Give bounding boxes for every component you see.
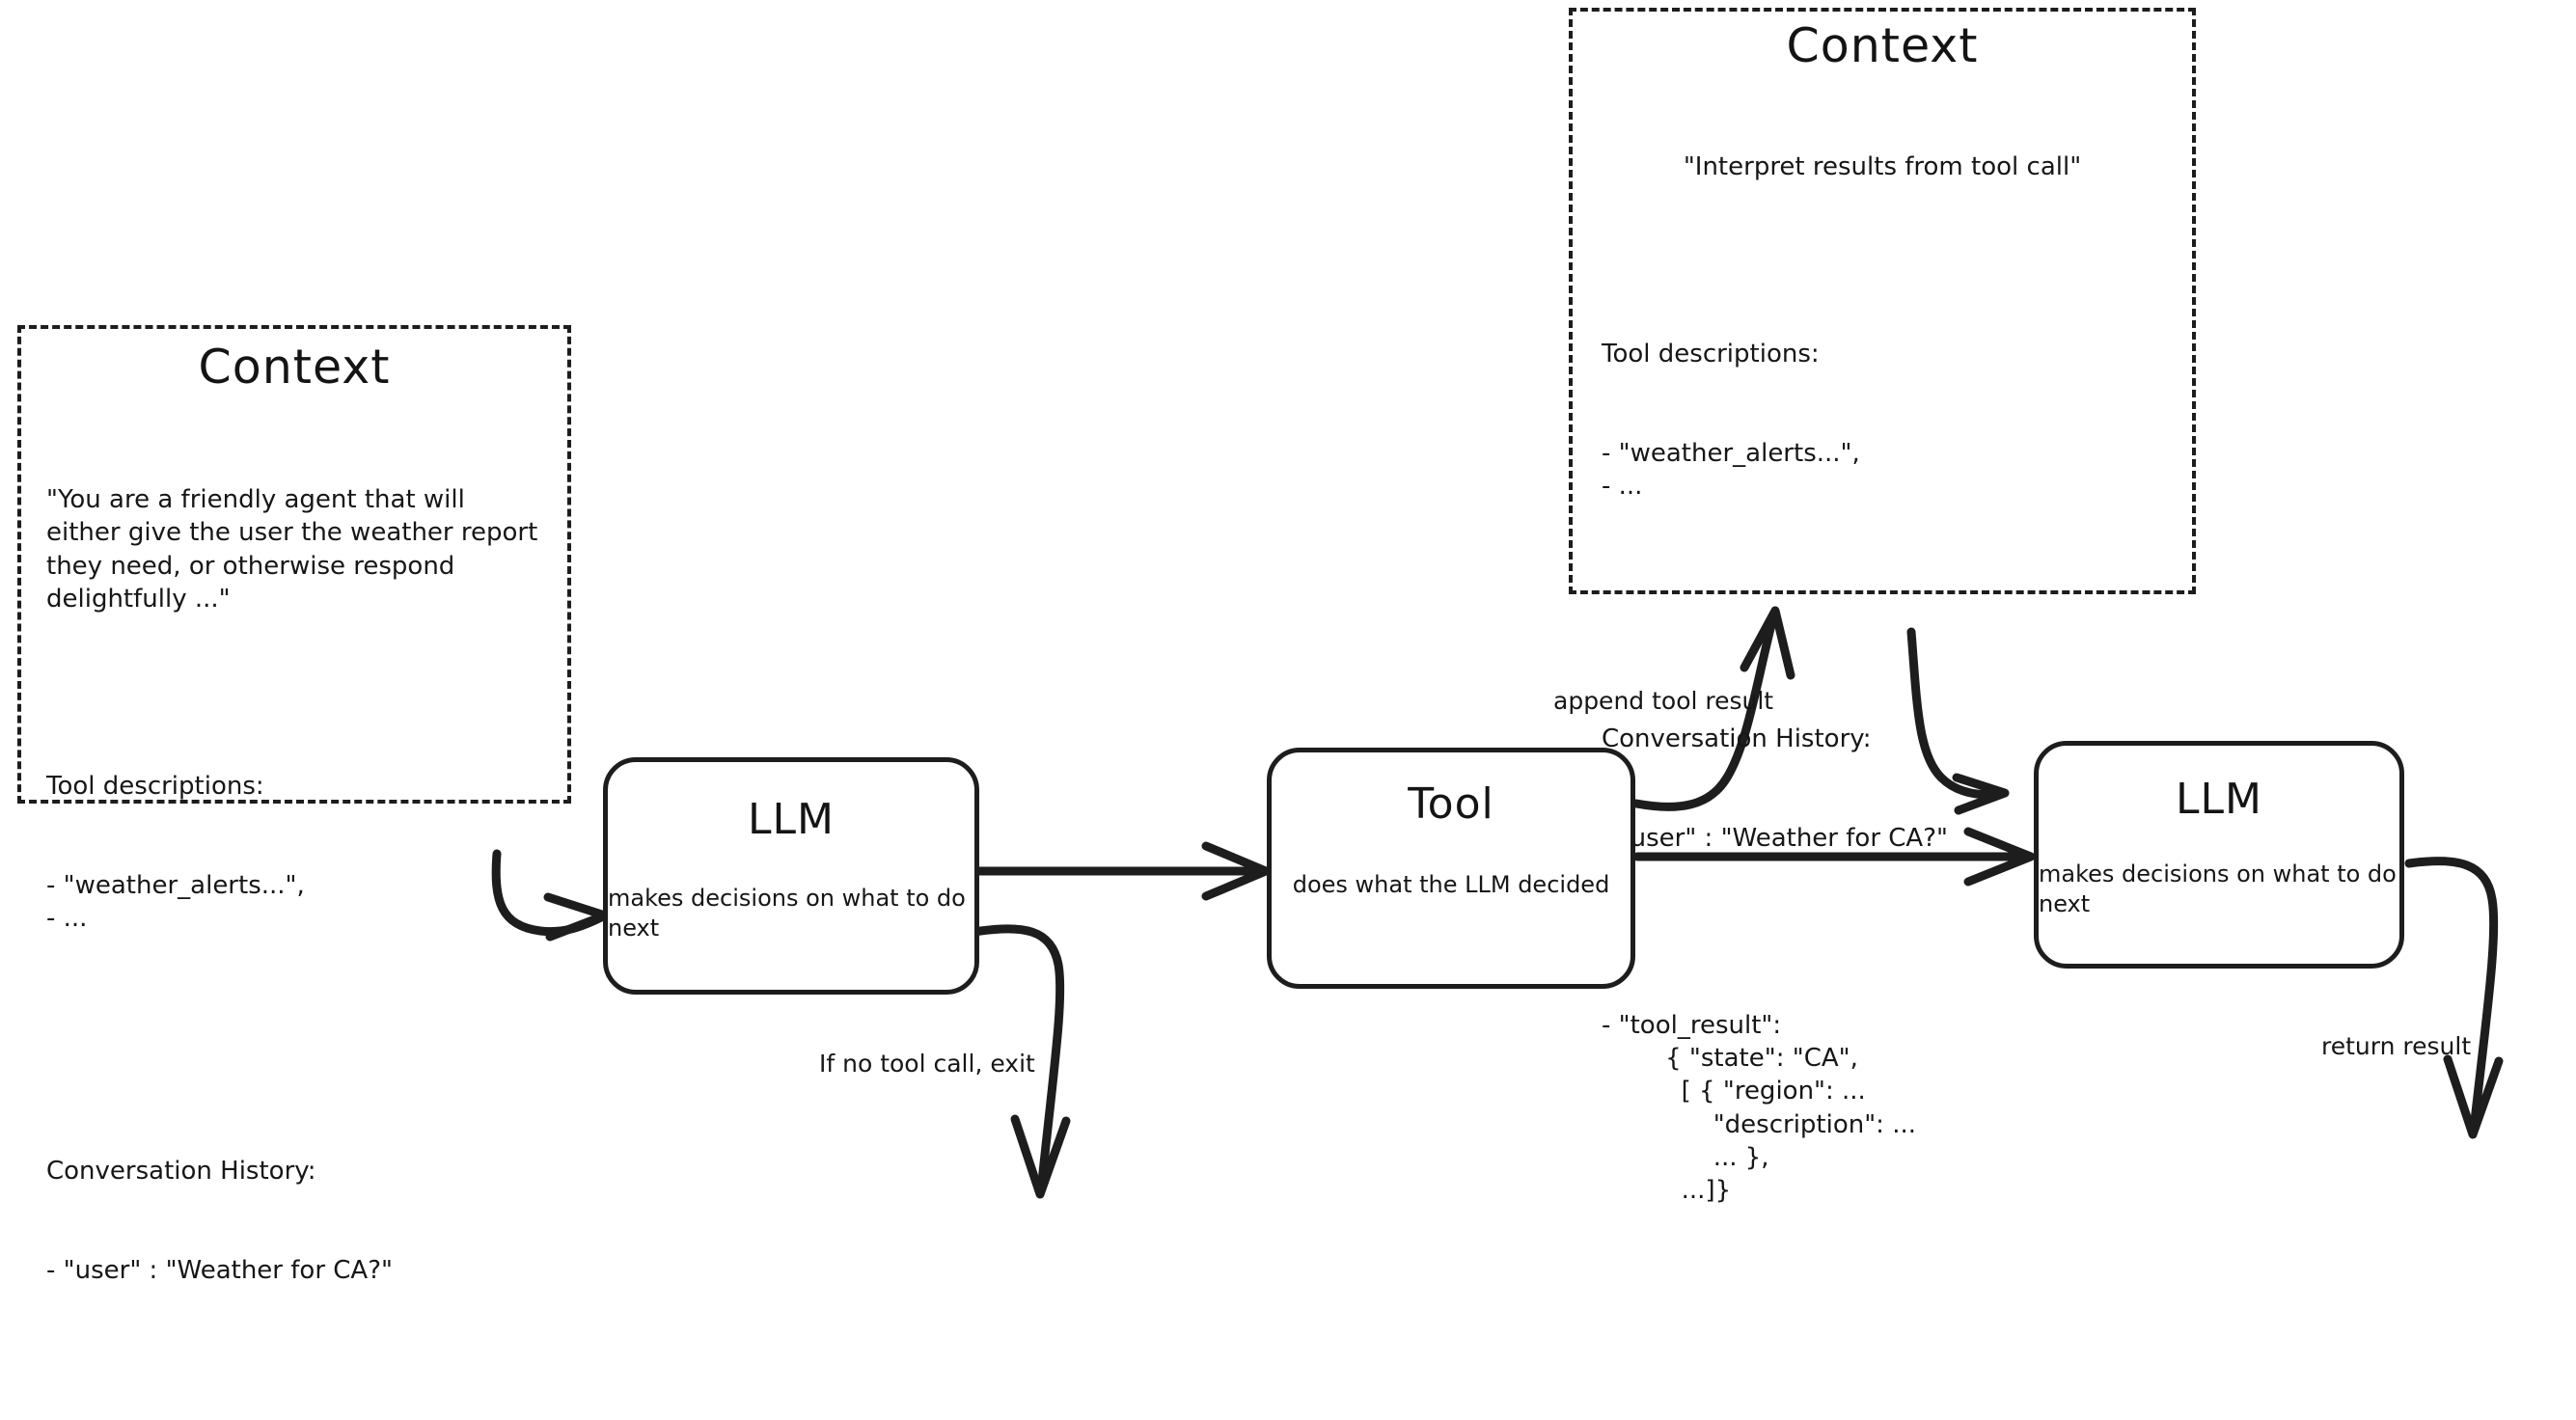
arrow-llm-second-return	[2404, 857, 2504, 1139]
edge-label-llm-exit: If no tool call, exit	[819, 1050, 1035, 1078]
arrow-llm-to-tool	[974, 841, 1271, 901]
context-initial-conversation-header: Conversation History:	[46, 1157, 316, 1186]
node-tool-title: Tool	[1408, 779, 1494, 829]
node-llm-second-subtitle: makes decisions on what to do next	[2039, 860, 2397, 918]
context-after-tool-box: Context "Interpret results from tool cal…	[1569, 8, 2196, 1205]
node-llm-first-title: LLM	[748, 795, 835, 844]
context-initial-system-prompt: "You are a friendly agent that will eith…	[46, 485, 546, 614]
node-tool[interactable]: Tool does what the LLM decided	[1267, 748, 1635, 989]
context-after-tool-tools-header: Tool descriptions:	[1602, 339, 1820, 369]
node-llm-first-subtitle: makes decisions on what to do next	[608, 885, 966, 942]
context-initial-title: Context	[198, 340, 391, 395]
edge-label-llm-second-return: return result	[2321, 1032, 2472, 1060]
node-llm-second[interactable]: LLM makes decisions on what to do next	[2034, 741, 2404, 969]
context-after-tool-tool-result: - "tool_result": { "state": "CA", [ { "r…	[1602, 1010, 1917, 1206]
node-llm-second-title: LLM	[2176, 775, 2262, 824]
context-initial-tools-header: Tool descriptions:	[46, 771, 264, 801]
context-after-tool-conversation-header: Conversation History:	[1602, 724, 1872, 754]
edge-label-tool-to-context: append tool result	[1553, 687, 1774, 715]
context-after-tool-system-prompt: "Interpret results from tool call"	[1683, 152, 2082, 182]
arrow-tool-to-context	[1631, 606, 1795, 811]
node-llm-first[interactable]: LLM makes decisions on what to do next	[603, 757, 979, 995]
connectors-layer	[491, 606, 2504, 1199]
context-after-tool-tools-list: - "weather_alerts...", - ...	[1602, 438, 1860, 501]
arrow-context-to-llm-second	[1906, 627, 2010, 815]
context-after-tool-tools: Tool descriptions: - "weather_alerts..."…	[1602, 271, 2163, 569]
arrow-tool-to-llm-second	[1632, 827, 2036, 887]
diagram-canvas: Context "You are a friendly agent that w…	[17, 8, 2504, 1285]
context-initial-tools: Tool descriptions: - "weather_alerts..."…	[46, 703, 542, 1001]
node-tool-subtitle: does what the LLM decided	[1292, 871, 1610, 898]
context-initial-conversation-list: - "user" : "Weather for CA?"	[46, 1255, 393, 1285]
context-after-tool-title: Context	[1786, 18, 1979, 73]
arrow-llm-exit	[970, 924, 1071, 1199]
context-initial-box: Context "You are a friendly agent that w…	[17, 325, 571, 1285]
context-initial-tools-list: - "weather_alerts...", - ...	[46, 870, 305, 933]
